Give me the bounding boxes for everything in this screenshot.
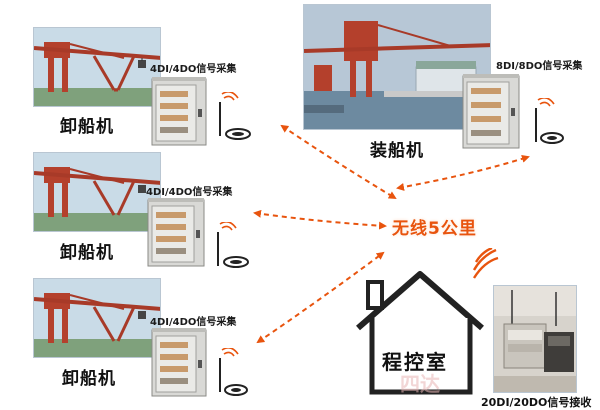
receiver-signal-label: 20DI/20DO信号接收 <box>481 396 592 409</box>
crane-label-4: 装船机 <box>370 141 424 161</box>
signal-label-1: 4DI/4DO信号采集 <box>150 64 237 75</box>
unloader-photo-3 <box>33 278 161 358</box>
control-cabinet-1 <box>150 75 210 147</box>
control-cabinet-2 <box>146 196 208 268</box>
unloader-photo-2 <box>33 152 161 232</box>
receiver-cabinet-photo <box>493 285 577 393</box>
watermark: 四达 <box>400 372 440 396</box>
ship-loader-photo <box>303 4 491 130</box>
control-cabinet-4 <box>461 72 523 150</box>
wireless-range-label: 无线5公里 <box>392 219 477 239</box>
antenna-icon-4 <box>528 98 570 150</box>
house-icon <box>344 268 504 398</box>
unloader-photo-1 <box>33 27 161 107</box>
link-arrow-unloader-1 <box>280 124 397 200</box>
antenna-icon-1 <box>212 92 254 144</box>
crane-label-3: 卸船机 <box>62 369 116 389</box>
crane-label-2: 卸船机 <box>60 243 114 263</box>
control-room-label: 程控室 <box>382 350 448 374</box>
link-arrow-unloader-2 <box>253 209 387 230</box>
control-cabinet-3 <box>150 326 210 398</box>
signal-label-2: 4DI/4DO信号采集 <box>146 187 233 198</box>
radio-waves-icon <box>468 248 508 284</box>
link-arrow-unloader-3 <box>256 251 385 344</box>
signal-label-4: 8DI/8DO信号采集 <box>496 61 583 72</box>
signal-label-3: 4DI/4DO信号采集 <box>150 317 237 328</box>
crane-label-1: 卸船机 <box>60 117 114 137</box>
link-arrow-ship-loader <box>396 154 530 191</box>
antenna-icon-2 <box>210 222 252 274</box>
antenna-icon-3 <box>212 348 254 400</box>
